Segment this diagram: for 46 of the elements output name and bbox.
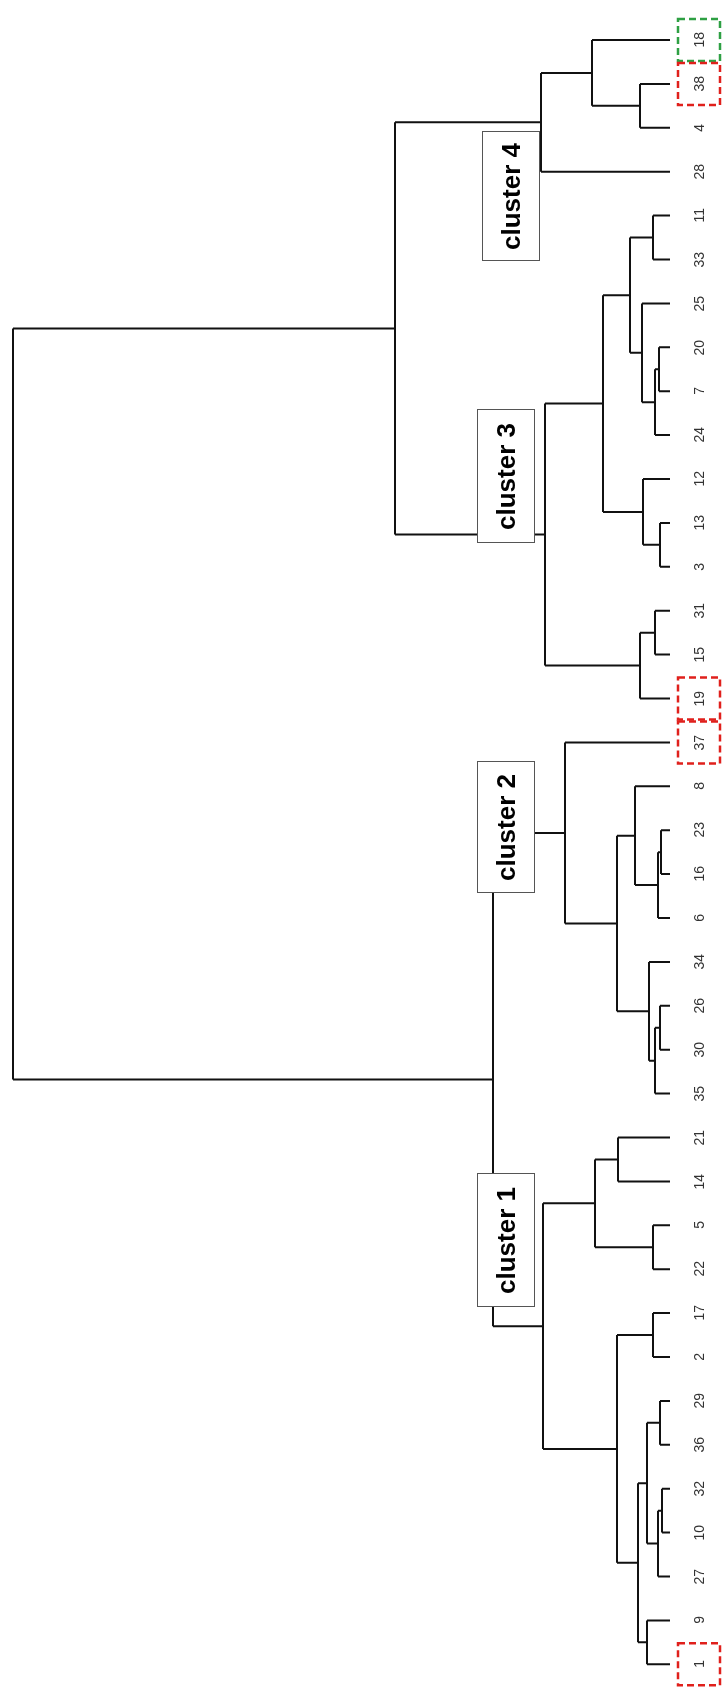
leaf-label: 27 (692, 1568, 706, 1585)
cluster-label: cluster 4 (498, 142, 524, 250)
leaf-label: 11 (692, 208, 706, 223)
leaf-label: 10 (692, 1524, 706, 1541)
leaf-label: 29 (692, 1393, 706, 1409)
leaf-label: 26 (692, 998, 706, 1014)
leaf-label: 16 (692, 866, 706, 882)
leaf-label: 30 (692, 1041, 706, 1058)
leaf-label: 36 (692, 1437, 706, 1453)
leaf-label: 22 (692, 1261, 706, 1277)
cluster-label-box (477, 409, 535, 543)
leaf-label: 34 (692, 954, 706, 970)
leaf-label: 31 (692, 602, 706, 619)
cluster-label-box (482, 131, 540, 261)
leaf-label: 8 (692, 782, 706, 791)
cluster-label-box (477, 761, 535, 893)
leaf-label: 4 (692, 123, 706, 132)
cluster-label: cluster 2 (493, 773, 519, 881)
leaf-label: 23 (692, 822, 706, 838)
leaf-label: 3 (692, 562, 706, 571)
leaf-label: 24 (692, 427, 706, 443)
leaf-label: 19 (692, 690, 706, 707)
leaf-label: 18 (692, 32, 706, 48)
leaf-label: 32 (692, 1480, 706, 1497)
leaf-label: 7 (692, 387, 706, 396)
leaf-label: 5 (692, 1221, 706, 1230)
leaf-label: 25 (692, 295, 706, 312)
cluster-label-box (477, 1173, 535, 1307)
leaf-label: 15 (692, 646, 706, 663)
leaf-label: 35 (692, 1085, 706, 1102)
leaf-label: 37 (692, 734, 706, 751)
leaf-label: 14 (692, 1173, 706, 1190)
leaf-label: 33 (692, 251, 706, 268)
leaf-label: 17 (692, 1305, 706, 1321)
cluster-label: cluster 1 (493, 1186, 519, 1294)
leaf-label: 6 (692, 914, 706, 922)
leaf-label: 12 (692, 471, 706, 487)
leaf-label: 13 (692, 515, 706, 531)
leaf-label: 21 (692, 1129, 706, 1146)
leaf-label: 1 (692, 1660, 706, 1669)
leaf-label: 2 (692, 1353, 706, 1361)
cluster-label: cluster 3 (493, 422, 519, 530)
leaf-label: 9 (692, 1616, 706, 1625)
leaf-label: 28 (692, 163, 706, 180)
leaf-label: 38 (692, 76, 706, 92)
leaf-label: 20 (692, 339, 706, 356)
